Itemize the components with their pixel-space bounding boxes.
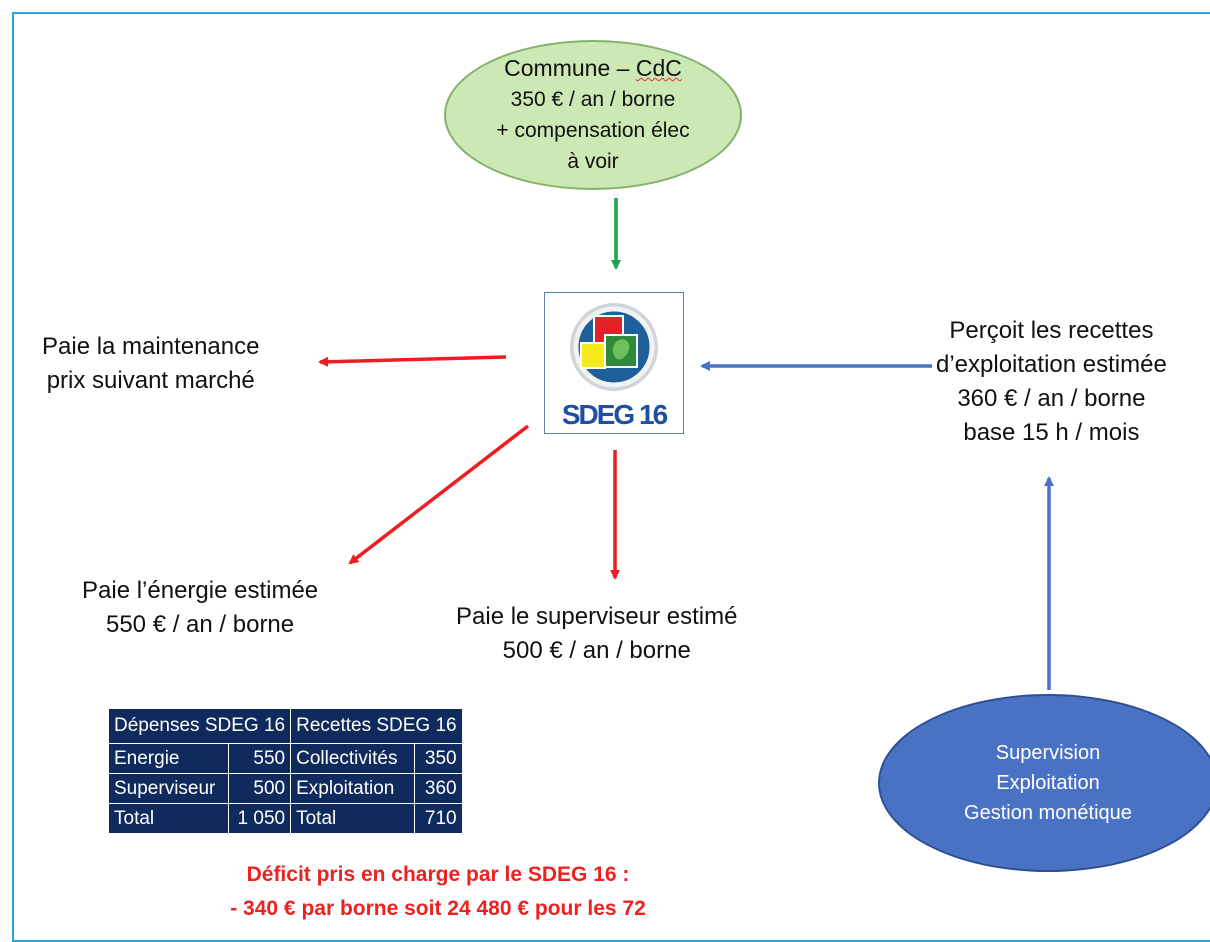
superviseur-label: Paie le superviseur estimé 500 € / an / …	[456, 600, 737, 668]
energie-line2: 550 € / an / borne	[105, 611, 295, 638]
maintenance-label: Paie la maintenance prix suivant marché	[42, 330, 259, 398]
supervision-line2: Exploitation	[996, 772, 1100, 794]
sdeg16-logo: SDEG 16	[544, 292, 684, 434]
cell-value: 350	[414, 743, 463, 774]
recettes-line2: d’exploitation estimée	[936, 351, 1167, 378]
cell-label: Superviseur	[108, 773, 229, 804]
table-header-row: Dépenses SDEG 16 Recettes SDEG 16	[107, 708, 463, 744]
maintenance-line2: prix suivant marché	[46, 367, 255, 394]
commune-title-cdc: CdC	[635, 55, 682, 81]
sdeg16-logo-text: SDEG 16	[561, 399, 668, 430]
recettes-label: Perçoit les recettes d’exploitation esti…	[936, 314, 1167, 450]
deficit-text: Déficit pris en charge par le SDEG 16 : …	[158, 858, 718, 926]
supervision-line3: Gestion monétique	[964, 802, 1132, 824]
recettes-line4: base 15 h / mois	[963, 419, 1140, 446]
superviseur-line1: Paie le superviseur estimé	[456, 603, 738, 630]
commune-cost: 350 € / an / borne	[510, 88, 676, 111]
budget-table: Dépenses SDEG 16 Recettes SDEG 16 Energi…	[107, 708, 463, 834]
energie-line1: Paie l’énergie estimée	[82, 577, 319, 604]
table-row: Superviseur 500 Exploitation 360	[108, 773, 463, 804]
header-depenses: Dépenses SDEG 16	[107, 708, 292, 744]
cell-value: 500	[227, 773, 292, 804]
deficit-line1: Déficit pris en charge par le SDEG 16 :	[246, 863, 630, 886]
cell-value: 360	[414, 773, 463, 804]
sdeg16-globe-icon	[570, 303, 658, 391]
arrows-layer	[318, 198, 1054, 690]
commune-title: Commune – CdC	[504, 53, 682, 84]
superviseur-line2: 500 € / an / borne	[502, 637, 691, 664]
commune-note: à voir	[567, 150, 619, 173]
cell-value: 710	[414, 803, 463, 834]
arrow-to-energie	[348, 424, 530, 565]
recettes-line3: 360 € / an / borne	[957, 385, 1146, 412]
supervision-ellipse: Supervision Exploitation Gestion monétiq…	[878, 694, 1210, 872]
arrow-to-maintenance	[318, 355, 507, 367]
commune-ellipse: Commune – CdC 350 € / an / borne + compe…	[444, 40, 742, 190]
header-recettes: Recettes SDEG 16	[290, 708, 463, 744]
commune-compensation: + compensation élec	[496, 119, 690, 142]
cell-label: Energie	[108, 743, 229, 774]
maintenance-line1: Paie la maintenance	[42, 333, 260, 360]
cell-label: Collectivités	[290, 743, 416, 774]
cell-label: Exploitation	[290, 773, 416, 804]
cell-label: Total	[108, 803, 229, 834]
energie-label: Paie l’énergie estimée 550 € / an / born…	[82, 574, 318, 642]
deficit-line2: - 340 € par borne soit 24 480 € pour les…	[230, 897, 646, 920]
table-row: Energie 550 Collectivités 350	[108, 743, 463, 774]
recettes-line1: Perçoit les recettes	[949, 317, 1154, 344]
table-row: Total 1 050 Total 710	[108, 803, 463, 834]
cell-value: 1 050	[227, 803, 292, 834]
supervision-line1: Supervision	[995, 742, 1101, 764]
cell-label: Total	[290, 803, 416, 834]
commune-title-prefix: Commune –	[504, 55, 636, 81]
cell-value: 550	[227, 743, 292, 774]
